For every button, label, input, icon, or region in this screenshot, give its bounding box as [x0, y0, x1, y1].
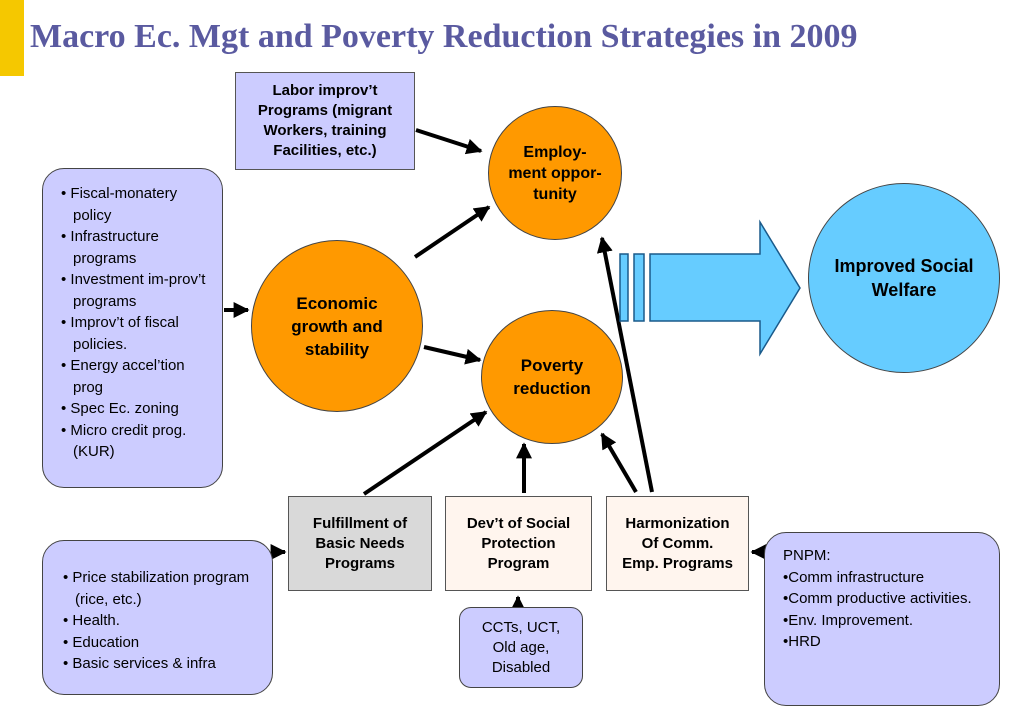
improved-welfare-text: Improved Social Welfare [834, 256, 974, 300]
pnpm-item: •HRD [783, 633, 821, 650]
arrow-labor-to-employment [415, 128, 483, 155]
harmonization-box: Harmonization Of Comm. Emp. Programs [606, 496, 749, 591]
accent-bar [0, 0, 24, 76]
page-title: Macro Ec. Mgt and Poverty Reduction Stra… [30, 18, 858, 55]
price-item: • Education [63, 633, 140, 651]
labor-improvement-text: Labor improv’t Programs (migrant Workers… [257, 82, 393, 159]
economic-growth-circle: Economic growth and stability [251, 240, 423, 412]
pnpm-item: •Env. Improvement. [783, 611, 914, 629]
fiscal-item: • Energy accel’tion prog [61, 357, 185, 396]
arrow-economic-to-employment [413, 205, 491, 259]
improved-welfare-circle: Improved Social Welfare [808, 183, 1000, 373]
arrow-fulfillment-to-poverty [362, 410, 488, 496]
price-stabilization-box: • Price stabilization program (rice, etc… [42, 540, 273, 695]
employment-opportunity-text: Employ- ment oppor- tunity [508, 143, 602, 203]
harmonization-text: Harmonization Of Comm. Emp. Programs [622, 514, 733, 572]
social-protection-box: Dev’t of Social Protection Program [445, 496, 592, 591]
fiscal-item: • Spec Ec. zoning [61, 400, 179, 417]
fiscal-item: • Investment im-prov’t programs [61, 271, 206, 310]
fiscal-policy-list: • Fiscal-monatery policy • Infrastructur… [59, 183, 214, 463]
price-item: • Health. [63, 612, 120, 629]
cct-text: CCTs, UCT, Old age, Disabled [481, 618, 561, 676]
big-arrow-stripe-2 [633, 253, 645, 322]
pnpm-list: PNPM: •Comm infrastructure •Comm product… [783, 545, 972, 653]
social-protection-text: Dev’t of Social Protection Program [466, 514, 571, 572]
fiscal-item: • Fiscal-monatery policy [61, 185, 178, 224]
price-stabilization-list: • Price stabilization program (rice, etc… [61, 567, 264, 675]
fulfillment-box: Fulfillment of Basic Needs Programs [288, 496, 432, 591]
poverty-reduction-text: Poverty reduction [513, 356, 591, 398]
fiscal-item: • Micro credit prog. (KUR) [61, 421, 187, 461]
big-arrow-stripe-1 [619, 253, 629, 322]
arrow-harmonization-to-employment [596, 236, 654, 493]
cct-box: CCTs, UCT, Old age, Disabled [459, 607, 583, 688]
poverty-reduction-circle: Poverty reduction [481, 310, 623, 444]
arrow-economic-to-poverty [423, 345, 482, 365]
pnpm-item: •Comm infrastructure [783, 568, 925, 586]
price-item: • Basic services & infra [63, 655, 216, 672]
fulfillment-text: Fulfillment of Basic Needs Programs [312, 514, 408, 572]
arrow-harmonization-to-poverty [600, 432, 638, 494]
pnpm-box: PNPM: •Comm infrastructure •Comm product… [764, 532, 1000, 706]
fiscal-item: • Infrastructure programs [61, 228, 159, 267]
fiscal-item: • Improv’t of fiscal policies. [61, 314, 179, 353]
labor-improvement-box: Labor improv’t Programs (migrant Workers… [235, 72, 415, 170]
pnpm-item: PNPM: [783, 547, 831, 564]
price-item: • Price stabilization program (rice, etc… [63, 569, 250, 608]
pnpm-item: •Comm productive activities. [783, 590, 972, 607]
fiscal-policy-box: • Fiscal-monatery policy • Infrastructur… [42, 168, 223, 488]
big-arrow-body [649, 219, 801, 357]
employment-opportunity-circle: Employ- ment oppor- tunity [488, 106, 622, 240]
economic-growth-text: Economic growth and stability [291, 293, 383, 359]
